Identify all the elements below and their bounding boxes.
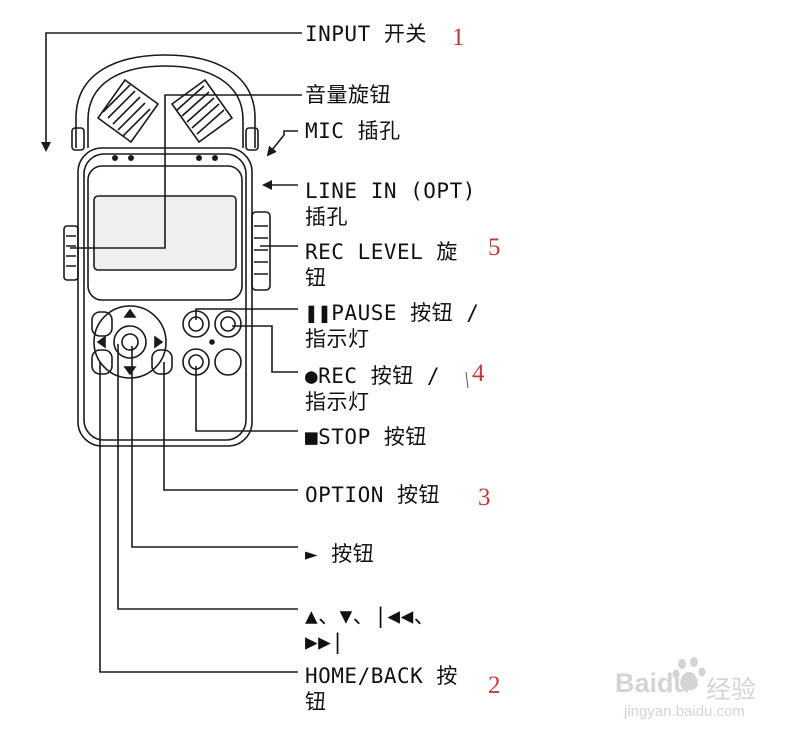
leader-stop [195,366,298,432]
rec-button [214,310,242,338]
label-nav-line2: ▶▶| [305,630,345,654]
label-option: OPTION 按钮 [305,483,441,507]
leader-volume [70,94,302,249]
label-rec-level-line2: 钮 [305,266,327,290]
label-line-in-line1: LINE IN (OPT) [305,179,476,203]
label-line-in-line2: 插孔 [305,205,348,229]
label-nav-line1: ▲、▼、|◀◀、 [305,604,436,628]
leader-home [99,362,298,673]
label-home-back-line1: HOME/BACK 按 [305,664,458,688]
label-home-back-line2: 钮 [305,690,327,714]
label-rec-line2: 指示灯 [305,390,370,414]
leader-mic [266,130,298,157]
right-mic-capsule [170,78,234,144]
leader-input [41,32,302,152]
watermark-brand: 经验 [706,676,757,704]
number-5: 5 [488,234,501,261]
leader-rec [232,325,298,373]
watermark-url: jingyan.baidu.com [624,703,745,720]
left-mic-capsule [96,78,160,144]
number-4: 4 [472,360,485,387]
label-play: ► 按钮 [305,542,375,566]
number-2: 2 [488,672,501,699]
label-volume-knob: 音量旋钮 [305,83,391,107]
leader-nav [117,344,298,610]
leader-option [163,362,298,491]
label-mic-jack: MIC 插孔 [305,119,401,143]
paw-logo-icon [672,657,706,691]
number-3: 3 [478,484,491,511]
nav-dial [93,305,167,379]
input-switch-knob [63,225,79,281]
label-rec-level-line1: REC LEVEL 旋 [305,240,458,264]
leader-pause [195,308,298,320]
label-pause-line2: 指示灯 [305,327,370,351]
label-pause-line1: ❚❚PAUSE 按钮 / [305,301,480,325]
label-stop: ■STOP 按钮 [305,425,427,449]
option-button [151,349,173,375]
leader-play [131,346,298,548]
mic-guard [75,54,256,148]
watermark-logo: Baidu [615,668,691,698]
label-rec-line1: ●REC 按钮 / [305,364,441,388]
number-1: 1 [452,24,465,51]
rec-level-knob [251,211,271,291]
label-input-switch: INPUT 开关 [305,22,427,46]
home-back-button [91,349,113,375]
